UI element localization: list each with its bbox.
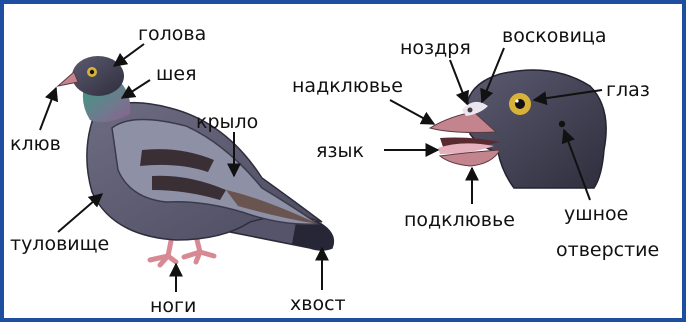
closeup-nostril (468, 108, 473, 113)
label-cere: восковица (502, 25, 607, 47)
label-head: голова (138, 23, 206, 45)
eye-pupil (90, 70, 94, 74)
label-neck: шея (156, 63, 197, 85)
closeup-eye-highlight (515, 99, 518, 102)
label-eye: глаз (606, 79, 650, 101)
label-lower-beak: подклювье (404, 209, 515, 231)
label-ear-line2: отверстие (556, 239, 659, 261)
label-ear-line1: ушное (564, 203, 628, 225)
head-shape (72, 56, 124, 96)
label-legs: ноги (150, 295, 196, 317)
closeup-ear-opening (559, 121, 565, 127)
label-wing: крыло (196, 111, 258, 133)
label-tail: хвост (290, 293, 346, 315)
label-tongue: язык (316, 140, 364, 162)
label-body: туловище (10, 233, 109, 255)
label-beak: клюв (10, 133, 61, 155)
label-nostril: ноздря (400, 37, 471, 59)
label-upper-beak: надклювье (292, 75, 403, 97)
